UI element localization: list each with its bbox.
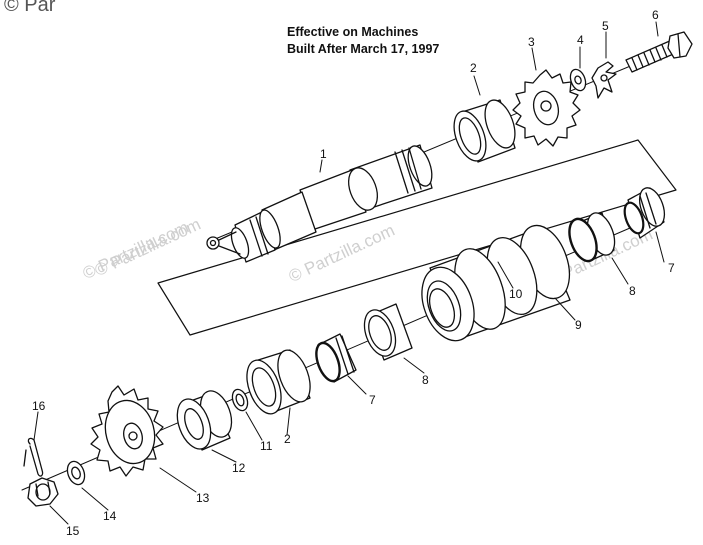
spacer-washer-11 <box>231 388 249 412</box>
callout-labels: 1 2 3 4 5 6 7 8 9 10 2 7 8 11 12 13 14 1… <box>32 8 675 538</box>
callout-11: 11 <box>260 439 273 453</box>
note-line-2: Built After March 17, 1997 <box>287 42 440 56</box>
callout-6: 6 <box>652 8 659 22</box>
callout-12: 12 <box>232 461 246 475</box>
callout-9: 9 <box>575 318 582 332</box>
washer-14 <box>66 460 86 486</box>
leader-lines <box>33 21 665 525</box>
castle-nut-15 <box>27 477 59 507</box>
lock-tab-5 <box>591 61 617 99</box>
callout-16: 16 <box>32 399 46 413</box>
housing-9 <box>421 224 571 342</box>
callout-7-left: 7 <box>369 393 376 407</box>
callout-13: 13 <box>196 491 210 505</box>
assembly-frame <box>157 139 677 336</box>
bearing-upper <box>453 99 516 163</box>
drive-sprocket-13 <box>90 385 164 477</box>
callout-7-right: 7 <box>668 261 675 275</box>
callout-8-right: 8 <box>629 284 636 298</box>
callout-1: 1 <box>320 147 327 161</box>
sprocket-small <box>512 69 581 147</box>
callout-10: 10 <box>509 287 523 301</box>
spacer-12 <box>176 390 233 451</box>
bearing-lower <box>246 349 311 415</box>
cotter-pin-16 <box>23 437 44 477</box>
tapered-bearing-7-right <box>623 187 666 239</box>
callout-2-lower: 2 <box>284 432 291 446</box>
washer-4 <box>569 68 587 92</box>
callout-15: 15 <box>66 524 80 538</box>
watermark-corner: © Par <box>4 0 56 16</box>
shaft <box>206 144 433 263</box>
note-line-1: Effective on Machines <box>287 25 419 39</box>
callout-2-upper: 2 <box>470 61 477 75</box>
bolt-6 <box>625 31 693 73</box>
tapered-bearing-7-left <box>315 333 357 383</box>
effective-date-note: Effective on Machines Built After March … <box>287 24 439 58</box>
callout-3: 3 <box>528 35 535 49</box>
callout-4: 4 <box>577 33 584 47</box>
bearing-cup-8-right <box>568 212 616 263</box>
callout-5: 5 <box>602 19 609 33</box>
bearing-cup-8-left <box>363 303 413 361</box>
callout-8-left: 8 <box>422 373 429 387</box>
callout-14: 14 <box>103 509 117 523</box>
